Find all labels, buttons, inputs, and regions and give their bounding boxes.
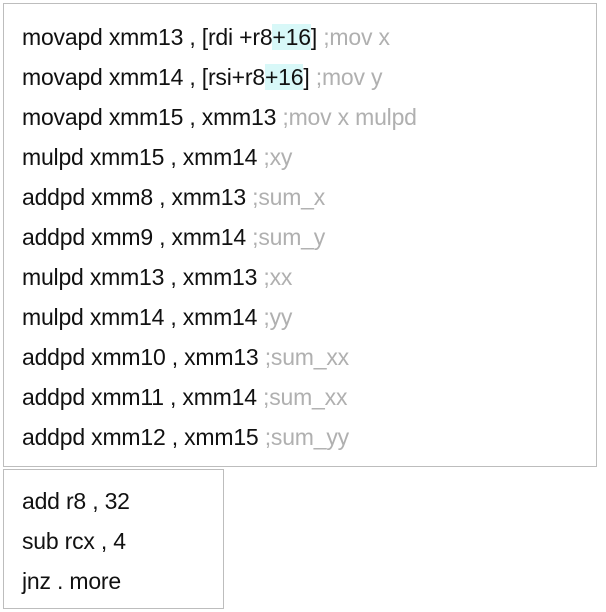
code-comment: ;sum_yy (264, 424, 349, 450)
code-text: addpd xmm10 , xmm13 (22, 344, 265, 370)
code-block-loop: add r8 , 32 sub rcx , 4 jnz . more (3, 469, 224, 609)
code-text: addpd xmm9 , xmm14 (22, 224, 253, 250)
code-comment: ;sum_x (252, 184, 326, 210)
code-text-tail: ] (310, 24, 324, 50)
code-line: addpd xmm11 , xmm14 ;sum_xx (22, 377, 596, 417)
code-comment: ;mov x mulpd (282, 104, 417, 130)
code-comment: ;sum_xx (264, 344, 349, 370)
code-comment: ;yy (263, 304, 293, 330)
code-text: jnz . more (22, 568, 121, 594)
code-comment: ;xx (263, 264, 293, 290)
code-line: mulpd xmm14 , xmm14 ;yy (22, 297, 596, 337)
code-text: mulpd xmm14 , xmm14 (22, 304, 264, 330)
code-line: jnz . more (22, 561, 223, 601)
code-comment: ;sum_y (252, 224, 326, 250)
code-text: mulpd xmm13 , xmm13 (22, 264, 264, 290)
code-text: movapd xmm15 , xmm13 (22, 104, 283, 130)
code-block-main: movapd xmm13 , [rdi +r8+16] ;mov x movap… (3, 3, 597, 467)
code-line: movapd xmm13 , [rdi +r8+16] ;mov x (22, 17, 596, 57)
code-text: sub rcx , 4 (22, 528, 126, 554)
code-text: mulpd xmm15 , xmm14 (22, 144, 264, 170)
code-line: mulpd xmm15 , xmm14 ;xy (22, 137, 596, 177)
code-text: addpd xmm8 , xmm13 (22, 184, 253, 210)
code-line: movapd xmm15 , xmm13 ;mov x mulpd (22, 97, 596, 137)
code-line: addpd xmm8 , xmm13 ;sum_x (22, 177, 596, 217)
code-text: movapd xmm14 , [rsi+r8 (22, 64, 265, 90)
code-comment: ;xy (263, 144, 293, 170)
code-text-tail: ] (303, 64, 316, 90)
code-line: movapd xmm14 , [rsi+r8+16] ;mov y (22, 57, 596, 97)
code-line: add r8 , 32 (22, 481, 223, 521)
code-comment: ;mov x (323, 24, 390, 50)
highlighted-offset: +16 (272, 24, 311, 50)
code-line: addpd xmm10 , xmm13 ;sum_xx (22, 337, 596, 377)
highlighted-offset: +16 (264, 64, 304, 90)
code-comment: ;sum_xx (263, 384, 348, 410)
code-text: add r8 , 32 (22, 488, 130, 514)
code-text: addpd xmm11 , xmm14 (22, 384, 264, 410)
code-comment: ;mov y (315, 64, 383, 90)
code-line: mulpd xmm13 , xmm13 ;xx (22, 257, 596, 297)
code-line: addpd xmm12 , xmm15 ;sum_yy (22, 417, 596, 457)
code-text: movapd xmm13 , [rdi +r8 (22, 24, 273, 50)
code-line: sub rcx , 4 (22, 521, 223, 561)
code-line: addpd xmm9 , xmm14 ;sum_y (22, 217, 596, 257)
code-text: addpd xmm12 , xmm15 (22, 424, 265, 450)
